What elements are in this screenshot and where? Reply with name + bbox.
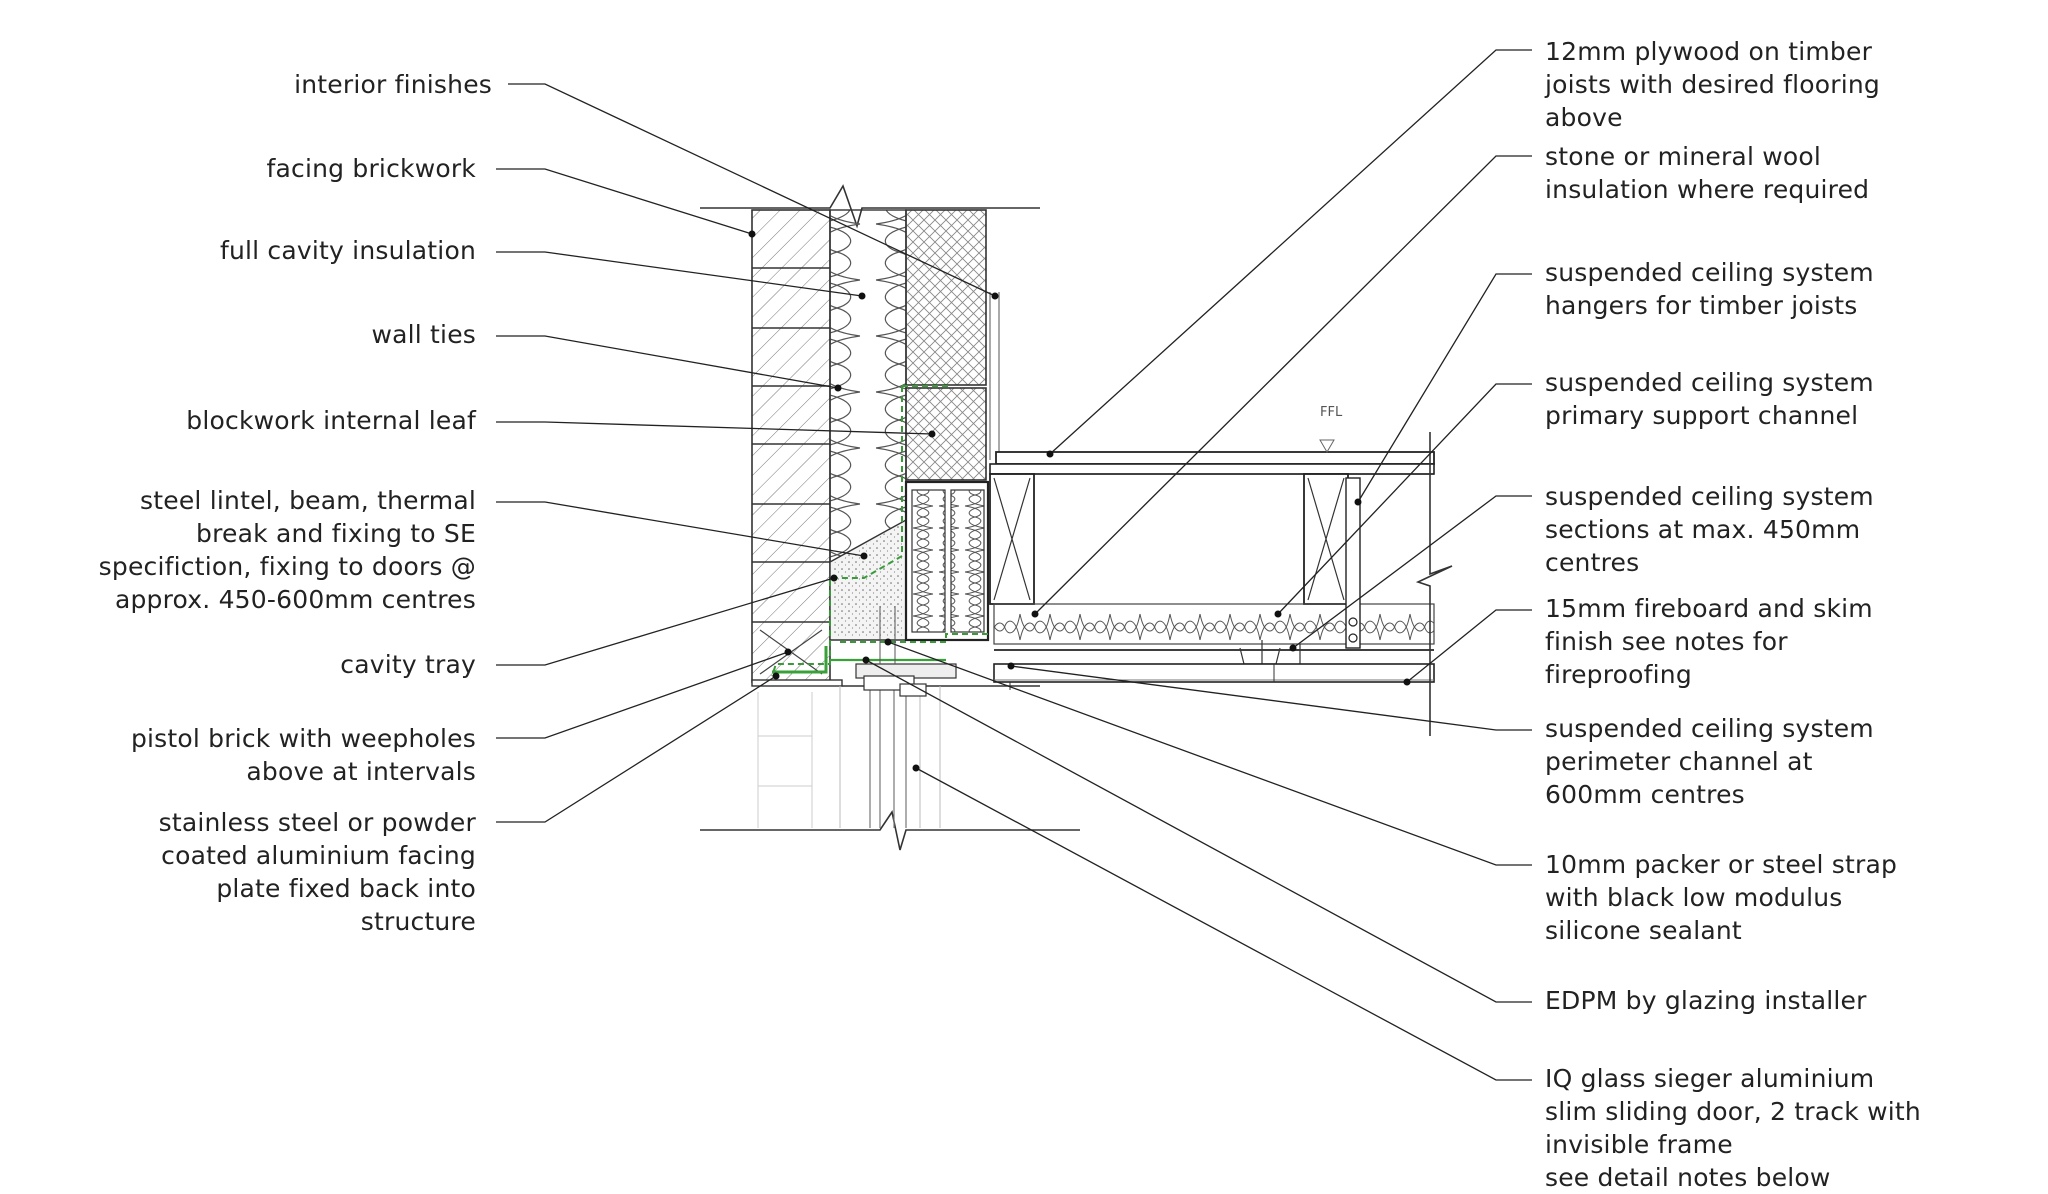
label-fireboard: 15mm fireboard and skim finish see notes… xyxy=(1545,594,1873,689)
label-ceiling-sections: suspended ceiling system sections at max… xyxy=(1545,482,1874,577)
ffl-marker: FFL xyxy=(1320,405,1343,420)
label-blockwork-internal-leaf: blockwork internal leaf xyxy=(186,406,476,435)
label-edpm: EDPM by glazing installer xyxy=(1545,986,1867,1015)
label-steel-lintel: steel lintel, beam, thermal break and fi… xyxy=(98,486,476,614)
label-stone-wool: stone or mineral wool insulation where r… xyxy=(1545,142,1870,204)
label-interior-finishes: interior finishes xyxy=(294,70,492,99)
wall-section xyxy=(700,184,1080,851)
label-packer: 10mm packer or steel strap with black lo… xyxy=(1545,850,1898,945)
label-wall-ties: wall ties xyxy=(371,320,476,349)
leader-lines xyxy=(496,49,1532,1081)
label-full-cavity-insulation: full cavity insulation xyxy=(219,236,476,265)
floor-section: FFL xyxy=(989,405,1453,736)
label-plywood: 12mm plywood on timber joists with desir… xyxy=(1545,37,1880,132)
label-perimeter-channel: suspended ceiling system perimeter chann… xyxy=(1545,714,1874,809)
label-ceiling-hangers: suspended ceiling system hangers for tim… xyxy=(1545,258,1874,320)
sliding-door xyxy=(757,606,941,828)
label-cavity-tray: cavity tray xyxy=(340,650,476,679)
label-primary-channel: suspended ceiling system primary support… xyxy=(1545,368,1874,430)
label-pistol-brick: pistol brick with weepholes above at int… xyxy=(130,724,476,786)
label-iq-glass: IQ glass sieger aluminium slim sliding d… xyxy=(1545,1064,1921,1192)
leader-dots xyxy=(748,230,1411,772)
label-facing-brickwork: facing brickwork xyxy=(266,154,476,183)
label-facing-plate: stainless steel or powder coated alumini… xyxy=(158,808,476,936)
